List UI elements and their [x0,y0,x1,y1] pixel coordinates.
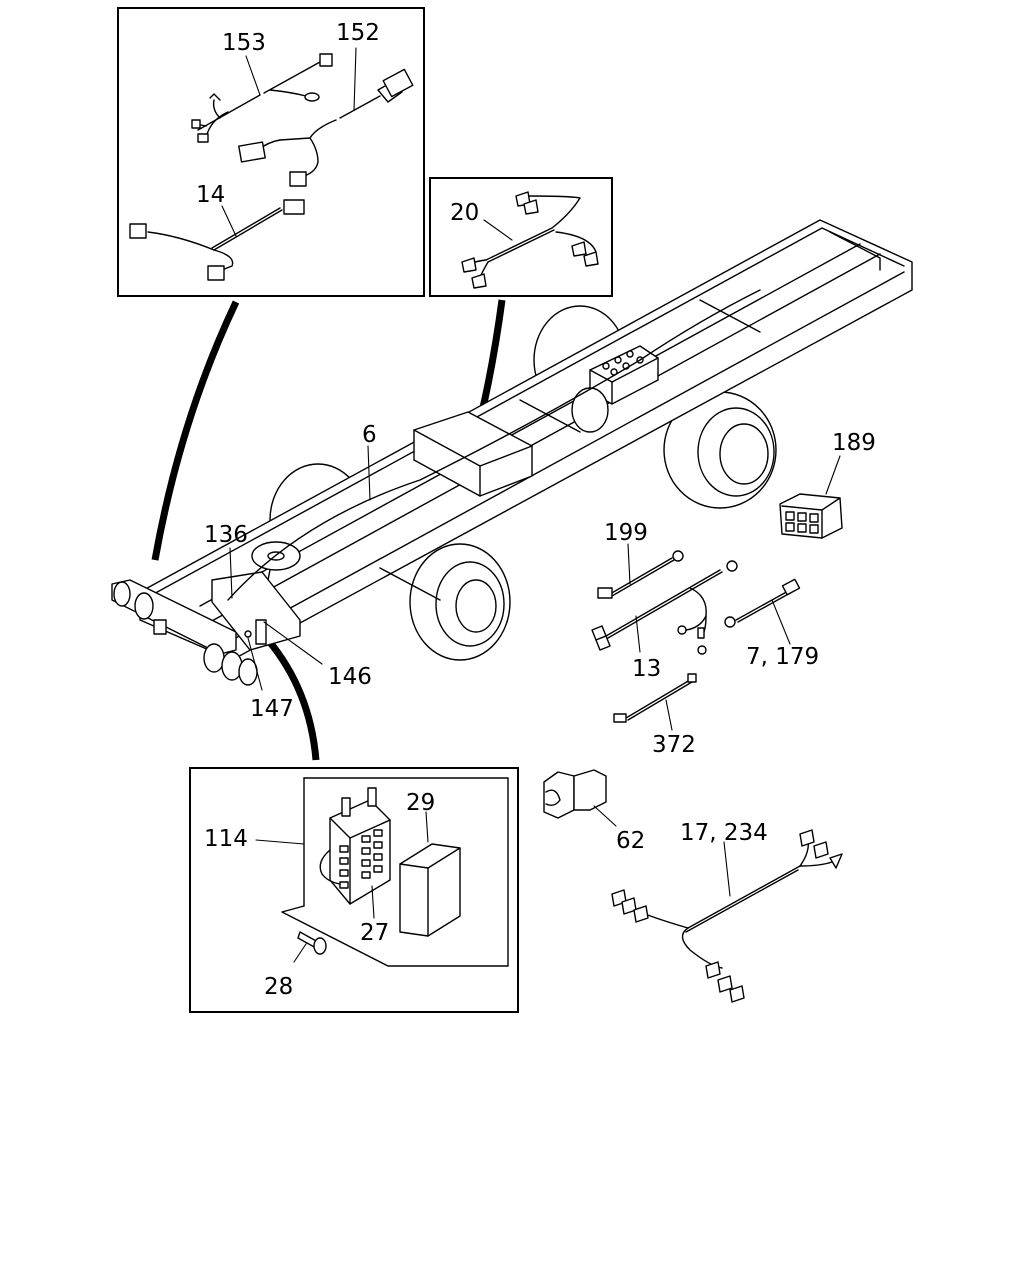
harness-17-234: 17, 234 [611,820,843,1003]
leader-62 [593,805,617,827]
harness-153 [191,53,333,143]
label-372: 372 [652,732,696,758]
label-136: 136 [204,522,248,548]
leader-13 [635,615,641,653]
label-27: 27 [360,920,389,946]
front-wheel-lower [409,543,511,661]
leader-7-179 [771,599,791,645]
leader-14 [221,205,237,237]
cable-372: 372 [613,673,697,758]
harness-13: 13 [591,560,738,682]
label-13: 13 [632,656,661,682]
leader-20 [483,219,513,241]
inset-frame [189,767,519,1013]
label-6: 6 [362,422,377,448]
label-147: 147 [250,696,294,722]
label-28: 28 [264,974,293,1000]
inset-harness-153-152-14: 153 152 14 [117,7,425,297]
spare-tire [571,387,609,433]
dash-panel [211,571,301,651]
leader-372 [665,699,673,731]
label-114: 114 [204,826,248,852]
label-153: 153 [222,30,266,56]
headlamp [203,643,225,673]
label-29: 29 [406,790,435,816]
fuel-tank [413,411,533,497]
inset-harness-20: 20 [429,177,613,297]
inset-frame [429,177,613,297]
label-14: 14 [196,182,225,208]
callout-curve-left [151,300,240,561]
harness-152 [238,68,414,187]
leader-136 [229,547,233,599]
label-146: 146 [328,664,372,690]
fuse-cover-29 [399,843,461,937]
leader-29 [425,811,429,843]
label-20: 20 [450,200,479,226]
label-189: 189 [832,430,876,456]
leader-17-234 [723,841,731,897]
leader-152 [353,47,357,111]
leader-199 [627,543,631,585]
label-152: 152 [336,20,380,46]
leader-153 [245,55,261,96]
label-7-179: 7, 179 [746,644,819,670]
inset-fuse-box: 114 29 27 28 [189,767,519,1013]
truck-chassis [111,219,913,686]
connector-62: 62 [543,769,645,854]
inner-frame [281,777,509,967]
leader-27 [371,885,375,919]
leader-189 [825,455,841,495]
bolt-28 [297,931,327,955]
label-199: 199 [604,520,648,546]
cable-7-179: 7, 179 [724,578,819,670]
fuse-block-114 [319,787,391,905]
harness-14 [129,199,305,281]
leader-6 [367,445,371,501]
callout-curve-bottom [265,637,320,761]
connector-189: 189 [779,430,876,539]
inset-frame [117,7,425,297]
label-17-234: 17, 234 [680,820,768,846]
leader-147 [247,637,263,691]
callout-curve-middle [478,299,506,413]
leader-146 [263,621,323,665]
leader-114 [255,839,305,845]
label-62: 62 [616,828,645,854]
cable-199: 199 [597,520,684,599]
leader-28 [293,943,307,963]
